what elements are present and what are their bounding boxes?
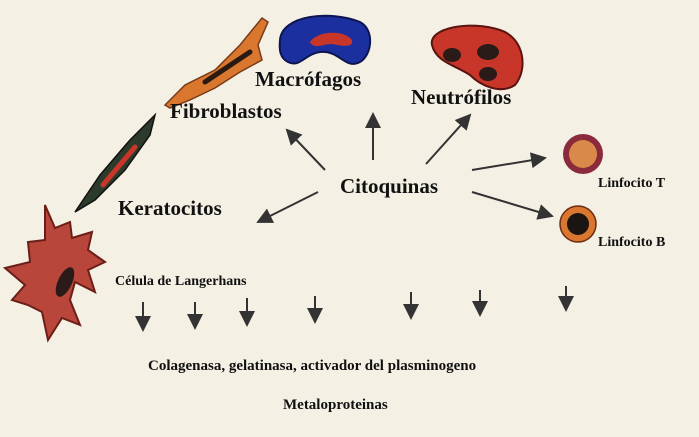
arrow-to-keratocitos (256, 191, 319, 223)
arrow-to-neutrofilos (425, 113, 472, 165)
label-linfocito-t: Linfocito T (598, 176, 666, 191)
label-macrofagos: Macrófagos (255, 67, 361, 91)
macrophage-cell-icon (278, 14, 372, 65)
fibroblast-cell-icon (163, 16, 269, 109)
release-arrows (135, 286, 574, 332)
keratocyte-cell-icon (74, 112, 157, 213)
label-keratocitos: Keratocitos (118, 196, 222, 220)
label-langerhans: Célula de Langerhans (115, 274, 247, 289)
arrow-to-fibroblastos (285, 128, 326, 171)
neutrophil-cell-icon (430, 24, 524, 91)
label-metaloproteinas: Metaloproteinas (283, 397, 388, 413)
arrow-to-linfocito-b (471, 191, 554, 220)
lymphocyte-b-cell-icon (559, 205, 597, 243)
label-citoquinas: Citoquinas (340, 174, 438, 198)
lymphocyte-t-cell-icon (563, 134, 603, 174)
arrow-to-linfocito-t (471, 152, 547, 171)
langerhans-cell-icon (2, 204, 107, 343)
cytokine-arrows (256, 112, 554, 223)
label-enzymes: Colagenasa, gelatinasa, activador del pl… (148, 358, 476, 374)
label-neutrofilos: Neutrófilos (411, 85, 511, 109)
label-fibroblastos: Fibroblastos (170, 99, 282, 123)
label-linfocito-b: Linfocito B (598, 235, 665, 250)
